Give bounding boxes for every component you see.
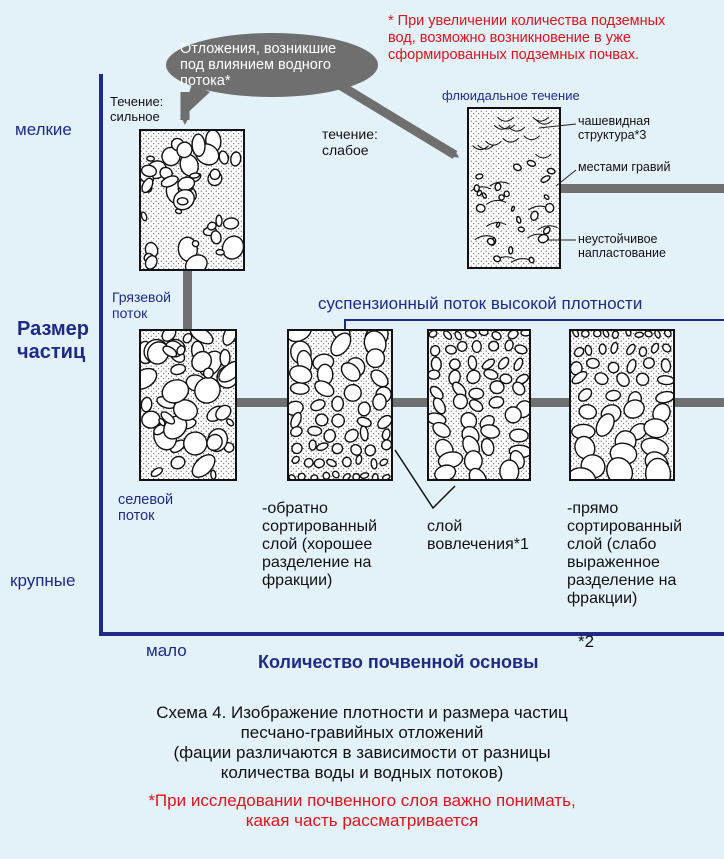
label-gravel: местами гравий [578, 160, 671, 174]
label-unstable: неустойчивое напластование [578, 232, 666, 260]
label-reverse-sorted: -обратно сортированный слой (хорошее раз… [262, 500, 378, 589]
label-entrainment: слой вовлечения*1 [427, 518, 529, 553]
box-mud-flow [139, 129, 245, 271]
leader-cup [538, 123, 577, 129]
box-debris-flow [139, 329, 237, 481]
box-fluidal-flow [467, 107, 561, 269]
label-mud-flow: Грязевой поток [112, 289, 171, 321]
leader-gravel [555, 169, 577, 187]
bubble-text: Отложения, возникшие под влиянием водног… [180, 41, 337, 89]
caption-note-2: какая часть рассматривается [245, 811, 479, 830]
box-reverse-sorted [287, 329, 393, 481]
caption-line-3: (фации различаются в зависимости от разн… [173, 743, 551, 762]
label-cup-structure: чашевидная структура*3 [578, 114, 650, 142]
caption-note-1: *При исследовании почвенного слоя важно … [148, 791, 576, 810]
caption-line-1: Схема 4. Изображение плотности и размера… [156, 703, 568, 722]
label-current-strong: Течение: сильное [110, 94, 164, 124]
box-entrainment [427, 329, 531, 481]
axis-title-soil: Количество почвенной основы [258, 652, 539, 672]
label-current-weak: течение: слабое [322, 126, 378, 158]
axis-label-fine: мелкие [15, 120, 72, 139]
axis-label-coarse: крупные [10, 571, 76, 590]
bubble [166, 33, 460, 159]
flow-connector-top [560, 184, 724, 193]
label-debris-flow: селевой поток [118, 492, 174, 525]
axis-label-few: мало [146, 641, 187, 660]
leader-entrainment [394, 449, 456, 510]
label-fluid-flow: флюидальное течение [442, 88, 580, 103]
label-suspension: суспензионный поток высокой плотности [318, 294, 643, 313]
label-normal-sorted: -прямо сортированный слой (слабо выражен… [567, 500, 683, 607]
caption-line-2: песчано-гравийных отложений [240, 723, 484, 742]
box-normal-sorted [569, 329, 675, 481]
flow-connector-vertical [183, 268, 192, 332]
caption-line-4: количества воды и водных потоков) [220, 763, 504, 782]
note-top: * При увеличении количества подземных во… [388, 13, 666, 63]
axis-title-size: Размер частиц [17, 318, 90, 363]
suspension-bracket [344, 319, 724, 330]
axis-mark-2: *2 [578, 632, 595, 651]
